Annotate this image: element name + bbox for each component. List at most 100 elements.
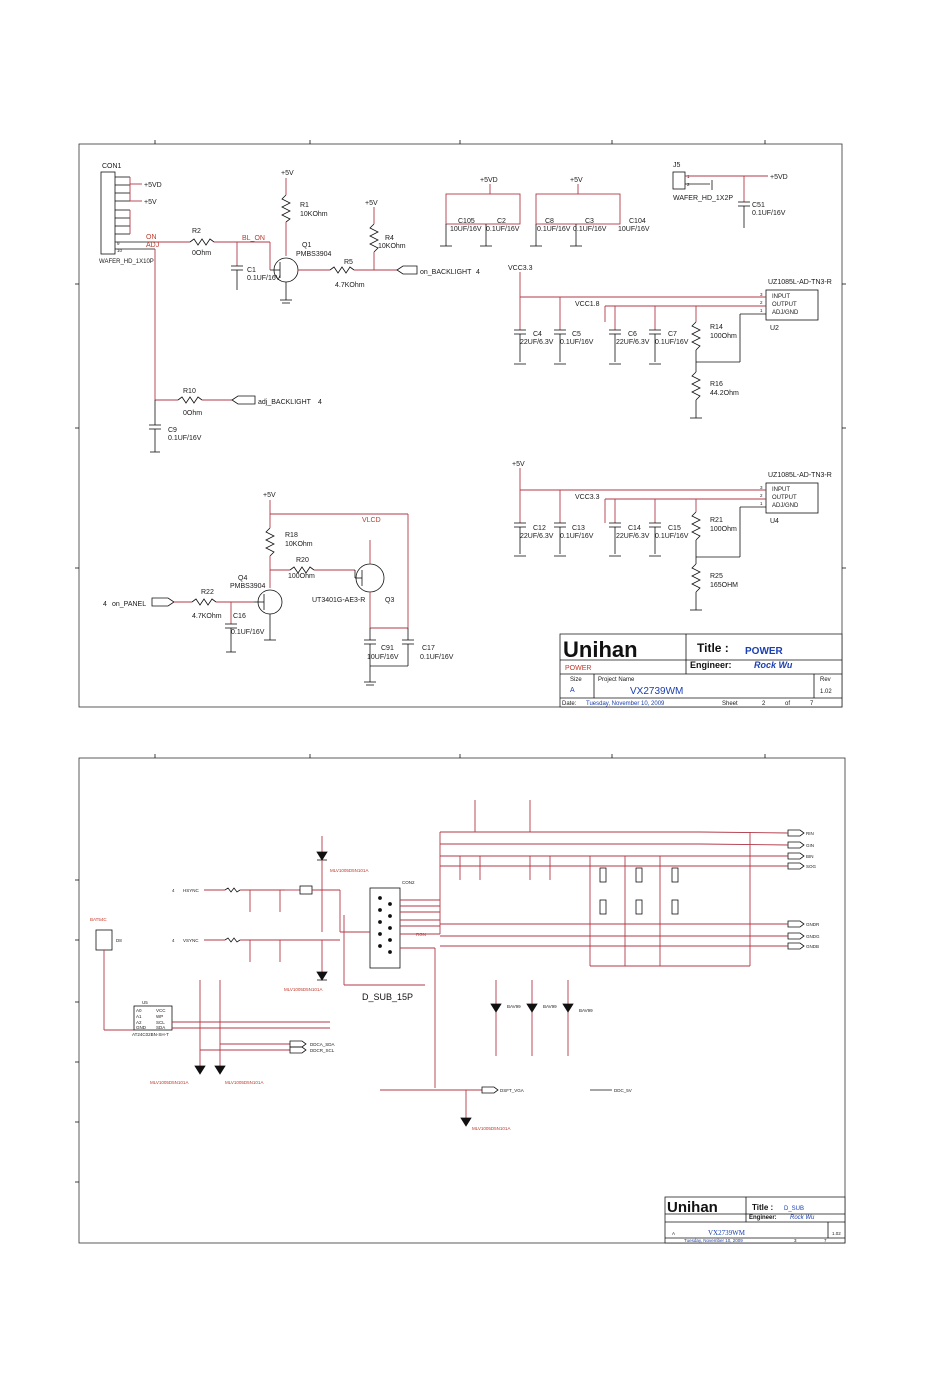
svg-text:VX2739WM: VX2739WM [630,686,683,697]
svg-text:INPUT: INPUT [772,294,790,300]
con1-connector: CON1 WAFER_HD_1X10P 9 10 [99,163,155,265]
svg-text:2: 2 [687,182,690,187]
svg-text:R2: R2 [192,228,201,235]
svg-text:0.1UF/16V: 0.1UF/16V [486,226,520,233]
svg-text:A: A [672,1231,675,1236]
svg-text:A2: A2 [136,1020,142,1025]
svg-text:0.1UF/16V: 0.1UF/16V [655,533,689,540]
svg-text:0.1UF/16V: 0.1UF/16V [573,226,607,233]
svg-text:Sheet: Sheet [722,701,738,707]
svg-text:4: 4 [172,888,175,893]
r14-r16-divider: R14 100Ohm R16 44.2Ohm [690,306,739,419]
svg-text:BIN: BIN [806,854,814,859]
svg-text:OUTPUT: OUTPUT [772,302,797,308]
svg-text:BAV99: BAV99 [543,1004,557,1009]
svg-text:100Ohm: 100Ohm [710,333,737,340]
svg-text:10KOhm: 10KOhm [300,211,328,218]
svg-text:Q3: Q3 [385,597,394,604]
svg-text:GNDG: GNDG [806,934,820,939]
bav99-clamps: BAV99 BAV99 BAV99 [490,980,593,1056]
svg-text:Title :: Title : [752,1203,773,1212]
svg-text:165OHM: 165OHM [710,582,738,589]
svg-text:2: 2 [762,701,766,707]
sheet1-zone-ticks [75,140,846,569]
svg-text:adj_BACKLIGHT: adj_BACKLIGHT [258,399,312,406]
svg-text:D_SUB: D_SUB [784,1206,804,1212]
u4-nets: +5V VCC3.3 C12 22UF/6.3V C13 0.1UF/16V [512,461,766,611]
con1-nets: +5VD +5V ON ADJ [129,177,190,400]
svg-text:VCC: VCC [156,1008,166,1013]
svg-text:1.02: 1.02 [832,1231,841,1236]
svg-text:+5VD: +5VD [770,174,788,181]
svg-text:C12: C12 [533,525,546,532]
svg-text:C15: C15 [668,525,681,532]
svg-text:J5: J5 [673,162,681,169]
sheet2-zone-ticks [75,754,766,1183]
panel-switch: +5V VLCD R18 10KOhm R20 100Ohm UT3401G-A… [103,492,454,686]
svg-text:D8: D8 [116,938,122,943]
svg-text:Tuesday, November 10, 2009: Tuesday, November 10, 2009 [684,1238,743,1243]
svg-text:VSYNC: VSYNC [183,938,199,943]
decoupling-group-2: +5V C8 0.1UF/16V C3 0.1UF/16V C104 10UF/… [530,177,650,247]
svg-text:4: 4 [476,269,480,276]
svg-text:44.2Ohm: 44.2Ohm [710,390,739,397]
r5-resistor: R5 4.7KOhm [329,259,397,289]
svg-text:7: 7 [824,1238,827,1243]
c1-capacitor: C1 0.1UF/16V [231,242,281,290]
c9-capacitor: C9 0.1UF/16V [149,400,202,453]
q1-transistor: +5V R1 10KOhm Q1 PMBS3904 [269,170,332,304]
svg-text:AT24C02BN-SH-T: AT24C02BN-SH-T [132,1032,169,1037]
svg-text:0.1UF/16V: 0.1UF/16V [231,629,265,636]
svg-text:7: 7 [810,701,814,707]
svg-text:SOG: SOG [806,864,817,869]
r10-resistor: R10 0Ohm adj_BACKLIGHT 4 [155,388,322,417]
svg-text:R25: R25 [710,573,723,580]
svg-text:Q1: Q1 [302,242,311,249]
decoupling-group-1: +5VD C105 10UF/16V C2 0.1UF/16V [440,177,521,247]
svg-text:Q4: Q4 [238,575,247,582]
dsub-connector: CON2 D_SUB_15P RGN [340,832,441,1088]
u2-regulator: UZ1085L-AD-TN3-R 321 INPUT OUTPUT ADJ/GN… [760,279,832,332]
svg-text:0Ohm: 0Ohm [183,410,202,417]
svg-text:UT3401G-AE3-R: UT3401G-AE3-R [312,597,365,604]
svg-text:3: 3 [760,485,763,490]
svg-text:RGN: RGN [416,932,426,937]
sheet2-dsub: 4 HSYNC 4 VSYNC MLV1005D5N101 [75,754,846,1244]
svg-text:on_BACKLIGHT: on_BACKLIGHT [420,269,472,276]
svg-text:HSYNC: HSYNC [183,888,200,893]
svg-text:RIN: RIN [806,831,814,836]
svg-text:R5: R5 [344,259,353,266]
svg-text:C13: C13 [572,525,585,532]
svg-text:UZ1085L-AD-TN3-R: UZ1085L-AD-TN3-R [768,279,832,286]
svg-text:R20: R20 [296,557,309,564]
svg-text:+5V: +5V [365,200,378,207]
svg-text:POWER: POWER [565,665,591,672]
svg-text:PMBS3904: PMBS3904 [296,251,332,258]
svg-text:MLV1005D5N101A: MLV1005D5N101A [225,1080,263,1085]
r4-resistor: +5V R4 10KOhm [365,200,406,270]
eeprom-u5: BAT54C D8 U5 A0 A1 A2 GND VCC WP SCL SDA… [90,917,335,1085]
svg-text:CON2: CON2 [402,880,415,885]
dsft-ddc-section: DSFT_VGA MLV1005D5N101A DDC_5V [380,1086,632,1131]
svg-text:22UF/6.3V: 22UF/6.3V [616,339,650,346]
svg-text:BAV99: BAV99 [579,1008,593,1013]
u2-nets: VCC3.3 VCC1.8 [508,265,766,363]
svg-text:22UF/6.3V: 22UF/6.3V [520,533,554,540]
svg-text:MLV1005D5N101A: MLV1005D5N101A [284,987,322,992]
svg-text:ON: ON [146,234,157,241]
svg-text:3: 3 [794,1238,797,1243]
svg-text:R16: R16 [710,381,723,388]
svg-text:Rev: Rev [820,677,831,683]
svg-text:1: 1 [760,501,763,506]
svg-text:1: 1 [687,174,690,179]
title-block-sheet2: Unihan Title : D_SUB Engineer: Rock Wu A… [664,1196,846,1244]
svg-text:+5V: +5V [263,492,276,499]
svg-text:MLV1005D5N101A: MLV1005D5N101A [472,1126,510,1131]
svg-text:Rock Wu: Rock Wu [790,1215,815,1221]
svg-text:C5: C5 [572,331,581,338]
svg-text:SDA: SDA [156,1025,165,1030]
svg-text:R22: R22 [201,589,214,596]
svg-text:VCC1.8: VCC1.8 [575,301,600,308]
svg-text:9: 9 [117,241,120,246]
